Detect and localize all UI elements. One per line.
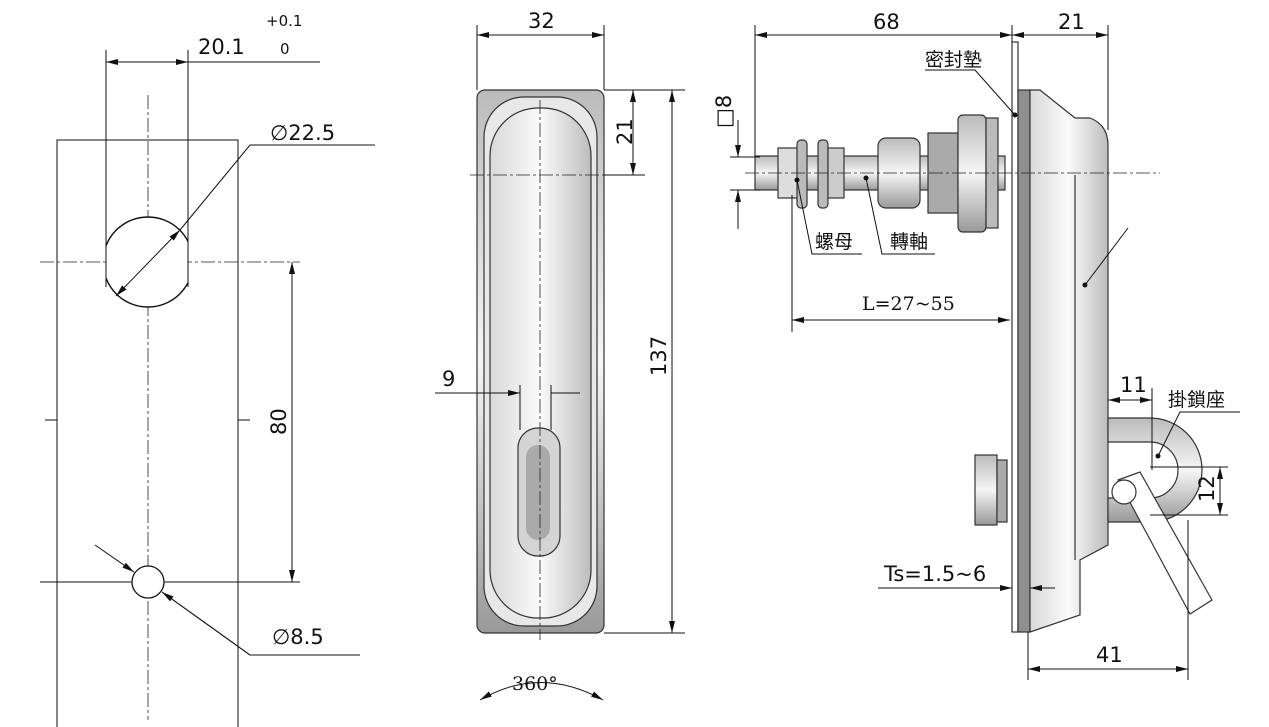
handle: [489, 107, 592, 619]
shaft-label: 轉軸: [890, 231, 928, 253]
small-hole: [131, 565, 165, 599]
hasp-label: 掛鎖座: [1168, 389, 1225, 411]
small-hole-diameter-label: ∅8.5: [272, 625, 324, 649]
gasket: [1011, 41, 1019, 633]
gasket-label: 密封墊: [925, 49, 982, 71]
offset-label: 9: [442, 367, 455, 391]
height-label: 137: [647, 336, 671, 376]
overall-length-label: 68: [873, 10, 900, 34]
total-depth-label: 41: [1096, 643, 1123, 667]
tolerance-upper: +0.1: [266, 12, 302, 30]
front-width-label: 32: [528, 9, 555, 33]
hasp-hole-label: 12: [1195, 475, 1219, 502]
nut-label: 螺母: [815, 231, 853, 253]
grip-length-label: L=27~55: [862, 293, 955, 315]
hasp-offset-label: 11: [1120, 373, 1147, 397]
rotation-arrow-icon: [479, 682, 604, 701]
top-offset-label: 21: [613, 118, 637, 145]
rotation-label: 360°: [512, 673, 558, 695]
panel-outline: [56, 139, 239, 727]
body-depth-label: 21: [1058, 10, 1085, 34]
cutout-view: 20.1 +0.1 0 ∅22.5 80 ∅8.5: [40, 12, 375, 727]
front-view: 32 21 137 9 360°: [435, 9, 685, 701]
side-view: 68 21 □8 密封墊 螺母 轉軸 L=27~55 11 掛鎖座 12 Ts=…: [712, 10, 1240, 680]
square-size-label: □8: [712, 95, 736, 128]
tolerance-lower: 0: [280, 40, 290, 58]
width-dim-label: 20.1: [198, 35, 245, 59]
panel-thickness-label: Ts=1.5~6: [883, 562, 986, 586]
big-hole-diameter-label: ∅22.5: [270, 121, 335, 145]
latch-body: [1029, 89, 1109, 633]
spacing-dim-label: 80: [267, 408, 291, 435]
